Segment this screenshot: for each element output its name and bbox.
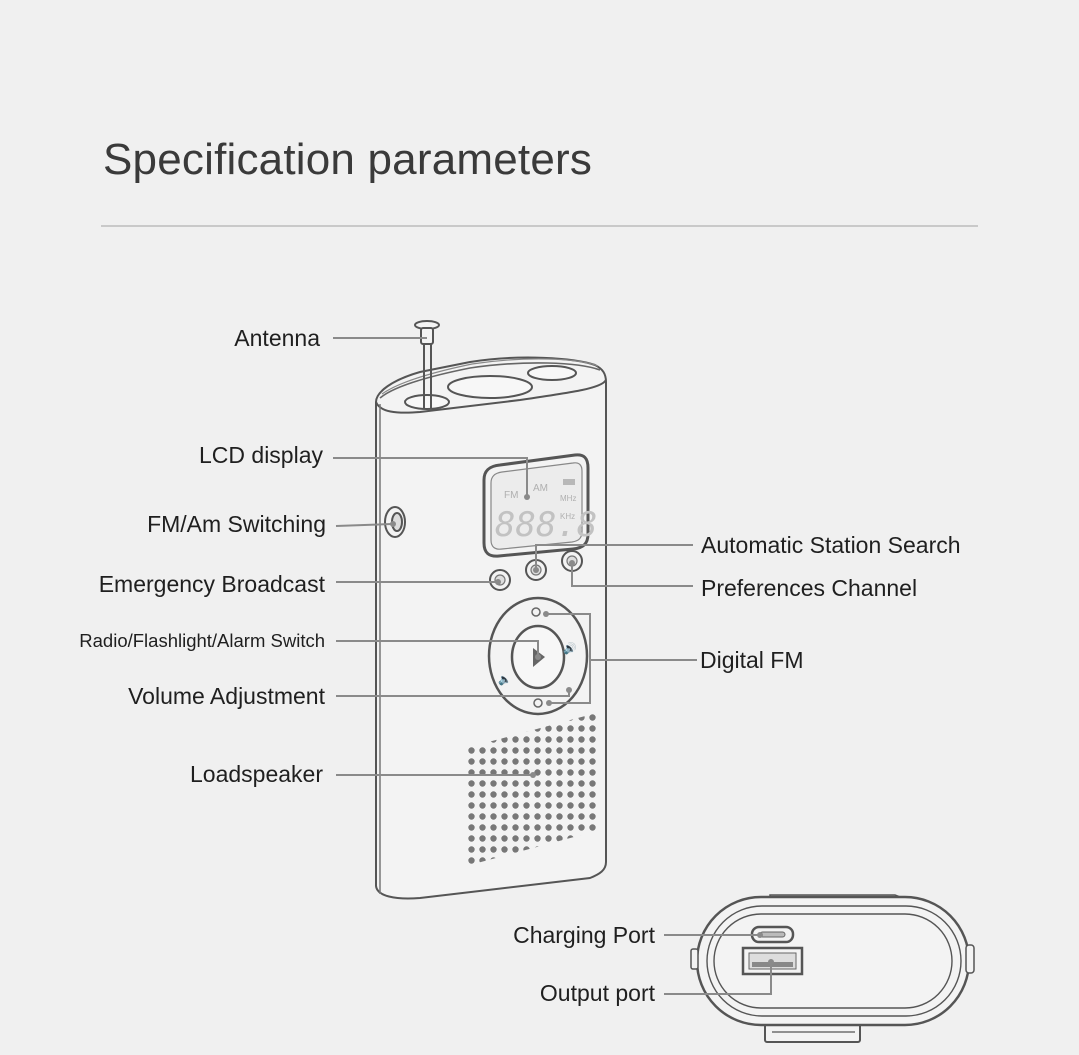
lock-icon (533, 698, 543, 708)
leader-fm-am (335, 523, 393, 527)
leader-preferences (571, 563, 693, 587)
lcd-digits: 888.8 (495, 505, 597, 545)
leader-lcd (333, 457, 528, 495)
label-emergency-broadcast: Emergency Broadcast (98, 571, 325, 597)
lcd-khz: KHz (560, 512, 575, 521)
antenna-icon (414, 320, 440, 408)
radio-bottom-view (690, 894, 975, 1043)
usb-c-charging-port[interactable] (750, 925, 795, 944)
page-title: Specification parameters (103, 135, 593, 184)
lcd-fm: FM (504, 490, 518, 501)
label-antenna: Antenna (234, 325, 320, 351)
leader-dots (390, 494, 774, 965)
lcd-am: AM (533, 483, 548, 494)
leader-lines (333, 337, 772, 995)
lcd-display: FM AM 888.8 MHz KHz (482, 453, 597, 558)
volume-down-icon: 🔈 (498, 674, 512, 686)
label-preferences-channel: Preferences Channel (701, 575, 918, 601)
label-lcd-display: LCD display (199, 442, 323, 468)
label-output-port: Output port (539, 980, 655, 1006)
label-charging-port: Charging Port (513, 922, 655, 948)
menu-icon (531, 607, 541, 617)
leader-mode-switch (336, 640, 539, 655)
leader-auto-search (535, 544, 693, 568)
volume-up-icon: 🔊 (563, 641, 577, 655)
label-fm-am-switching: FM/Am Switching (147, 511, 326, 537)
leader-digital-fm-bracket (545, 613, 591, 704)
leader-output (664, 962, 772, 995)
label-volume-adjustment: Volume Adjustment (128, 683, 325, 709)
title-divider (101, 225, 978, 227)
label-mode-switch: Radio/Flashlight/Alarm Switch (79, 630, 325, 651)
label-digital-fm: Digital FM (700, 647, 804, 673)
label-loadspeaker: Loadspeaker (190, 761, 323, 787)
battery-icon (563, 479, 575, 485)
lcd-mhz: MHz (560, 494, 576, 503)
label-auto-station-search: Automatic Station Search (701, 532, 961, 558)
